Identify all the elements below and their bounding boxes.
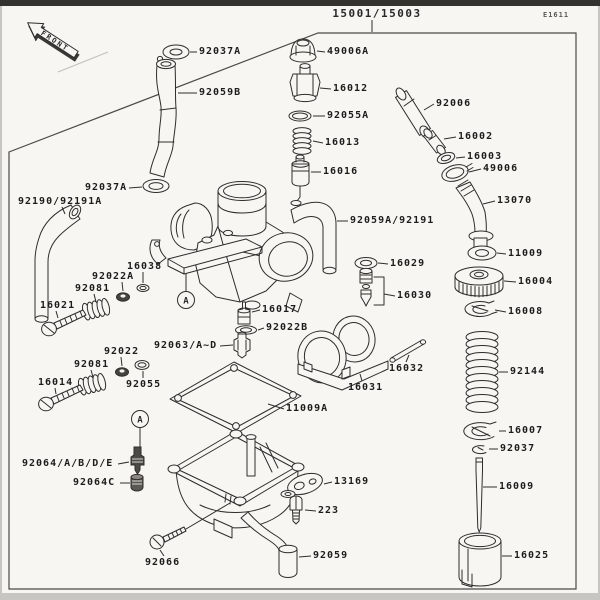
part-gasket-11009a <box>169 361 302 434</box>
photo-edge <box>0 0 600 6</box>
part-valve-16016 <box>291 154 310 187</box>
part-washer-92022 <box>115 367 129 377</box>
svg-text:A: A <box>137 416 143 426</box>
part-oring-92055a <box>288 110 312 122</box>
part-screw-16021 <box>41 309 87 337</box>
part-pipe-13070 <box>455 179 494 256</box>
part-hose-92059b <box>149 58 177 178</box>
part-slide-16025 <box>458 532 502 588</box>
assembly-markers: AA <box>131 273 195 447</box>
part-sleeve-16002 <box>423 128 446 156</box>
page-crease <box>57 51 109 73</box>
sheet-code: E1611 <box>543 11 570 19</box>
part-clamp-49006 <box>441 163 474 182</box>
part-plug-92064c <box>130 473 144 492</box>
part-jet-needle-16009 <box>475 457 483 533</box>
part-cap-49006a <box>289 38 317 63</box>
part-nut-16012 <box>289 63 321 103</box>
part-bracket-13169 <box>280 472 323 498</box>
part-screw-16014 <box>38 384 84 412</box>
part-hose-92190 <box>34 204 82 323</box>
part-washer-11009 <box>467 245 497 261</box>
part-ring-16003 <box>436 151 456 165</box>
part-needle-jet-16017 <box>237 301 251 325</box>
part-clip-16008 <box>464 300 498 317</box>
part-float-16031 <box>297 315 389 391</box>
part-washer-16029 <box>354 257 378 269</box>
part-clip-16007 <box>463 421 497 441</box>
part-float-pin-16032 <box>389 339 427 363</box>
part-spring-92081-lower <box>77 373 107 396</box>
part-oring-92055 <box>134 360 150 370</box>
part-spring-92081-upper <box>81 298 111 321</box>
page-title: 15001/15003 <box>332 7 422 20</box>
part-clip-92037 <box>472 445 487 455</box>
part-spring-92144 <box>465 331 499 413</box>
part-tube-92006 <box>395 87 431 139</box>
part-washer-92022a <box>116 292 130 302</box>
part-main-jet-92063 <box>233 331 251 359</box>
part-float-bowl <box>167 429 305 539</box>
circled-letter-marker: A <box>131 410 149 428</box>
part-hose-92059 <box>240 511 298 578</box>
part-pilot-jet-92064 <box>130 446 145 475</box>
part-needle-valve-16030 <box>359 267 385 307</box>
svg-text:A: A <box>183 297 189 307</box>
part-adjuster-16004 <box>454 266 504 298</box>
part-carburetor-body <box>149 181 337 313</box>
diagram-frame <box>8 32 577 590</box>
leader-lines <box>54 20 517 558</box>
part-screw-223 <box>289 495 303 525</box>
part-washer-92037a-top <box>156 44 190 63</box>
front-direction-arrow: FRONT <box>27 22 80 62</box>
part-ring-92037a-left <box>142 179 170 193</box>
part-spring-16013 <box>292 127 312 155</box>
part-screw-92066 <box>149 502 231 550</box>
circled-letter-marker: A <box>177 291 195 309</box>
part-ring-16038 <box>136 284 150 292</box>
